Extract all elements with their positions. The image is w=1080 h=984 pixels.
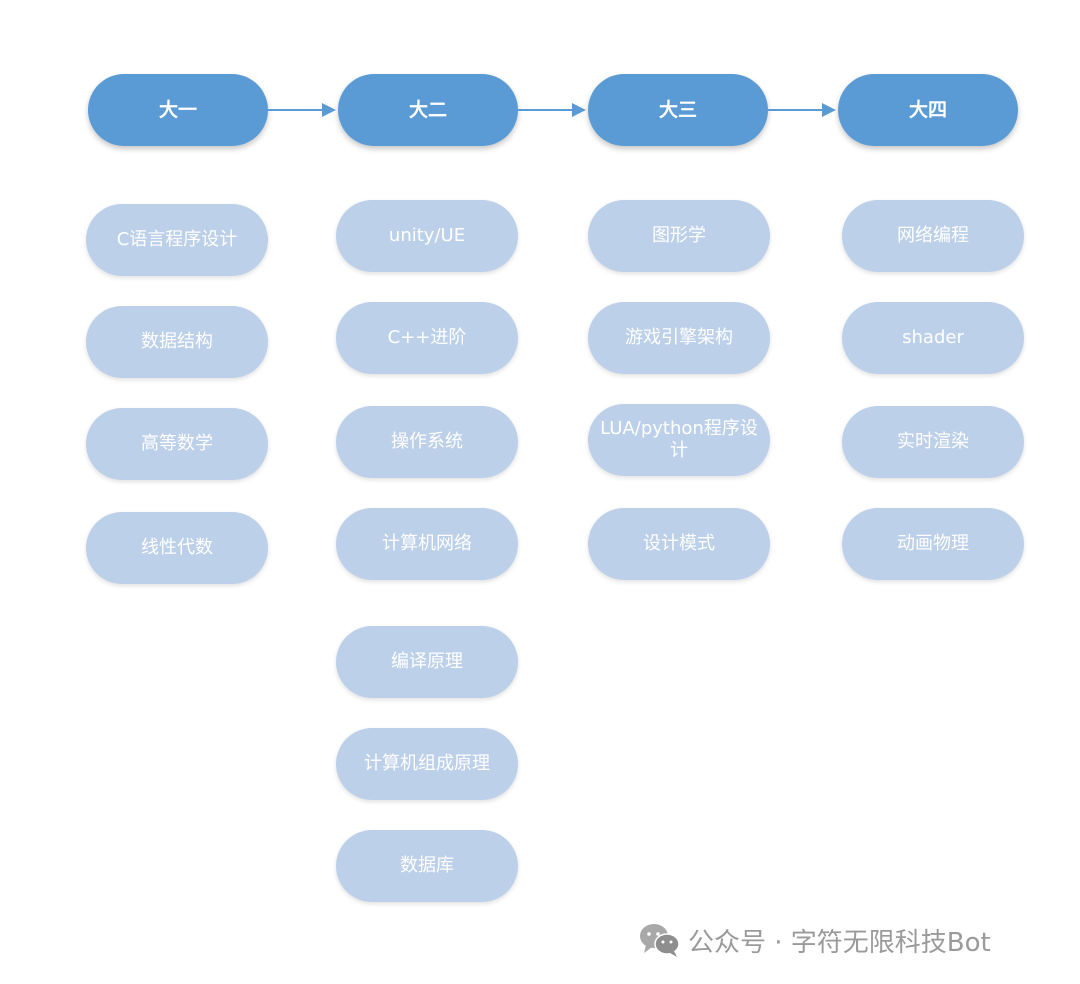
year-header-4: 大四 xyxy=(838,74,1018,146)
year-header-3: 大三 xyxy=(588,74,768,146)
course-advanced-math: 高等数学 xyxy=(86,408,268,480)
course-animation-physics: 动画物理 xyxy=(842,508,1024,580)
course-network-programming: 网络编程 xyxy=(842,200,1024,272)
watermark-text: 公众号 · 字符无限科技Bot xyxy=(688,927,991,958)
course-design-patterns: 设计模式 xyxy=(588,508,770,580)
arrow-1-to-2 xyxy=(268,103,336,117)
course-lua-python: LUA/python程序设计 xyxy=(588,404,770,476)
year-header-1: 大一 xyxy=(88,74,268,146)
course-operating-systems: 操作系统 xyxy=(336,406,518,478)
course-unity-ue: unity/UE xyxy=(336,200,518,272)
course-computer-organization: 计算机组成原理 xyxy=(336,728,518,800)
course-cpp-advanced: C++进阶 xyxy=(336,302,518,374)
course-data-structures: 数据结构 xyxy=(86,306,268,378)
course-graphics: 图形学 xyxy=(588,200,770,272)
wechat-icon xyxy=(640,924,680,957)
course-shader: shader xyxy=(842,302,1024,374)
course-compilers: 编译原理 xyxy=(336,626,518,698)
course-c-programming: C语言程序设计 xyxy=(86,204,268,276)
year-header-2: 大二 xyxy=(338,74,518,146)
arrow-3-to-4 xyxy=(768,103,836,117)
course-game-engine-architecture: 游戏引擎架构 xyxy=(588,302,770,374)
arrow-2-to-3 xyxy=(518,103,586,117)
course-computer-networks: 计算机网络 xyxy=(336,508,518,580)
watermark: 公众号 · 字符无限科技Bot xyxy=(638,920,991,960)
course-linear-algebra: 线性代数 xyxy=(86,512,268,584)
course-real-time-rendering: 实时渲染 xyxy=(842,406,1024,478)
course-databases: 数据库 xyxy=(336,830,518,902)
